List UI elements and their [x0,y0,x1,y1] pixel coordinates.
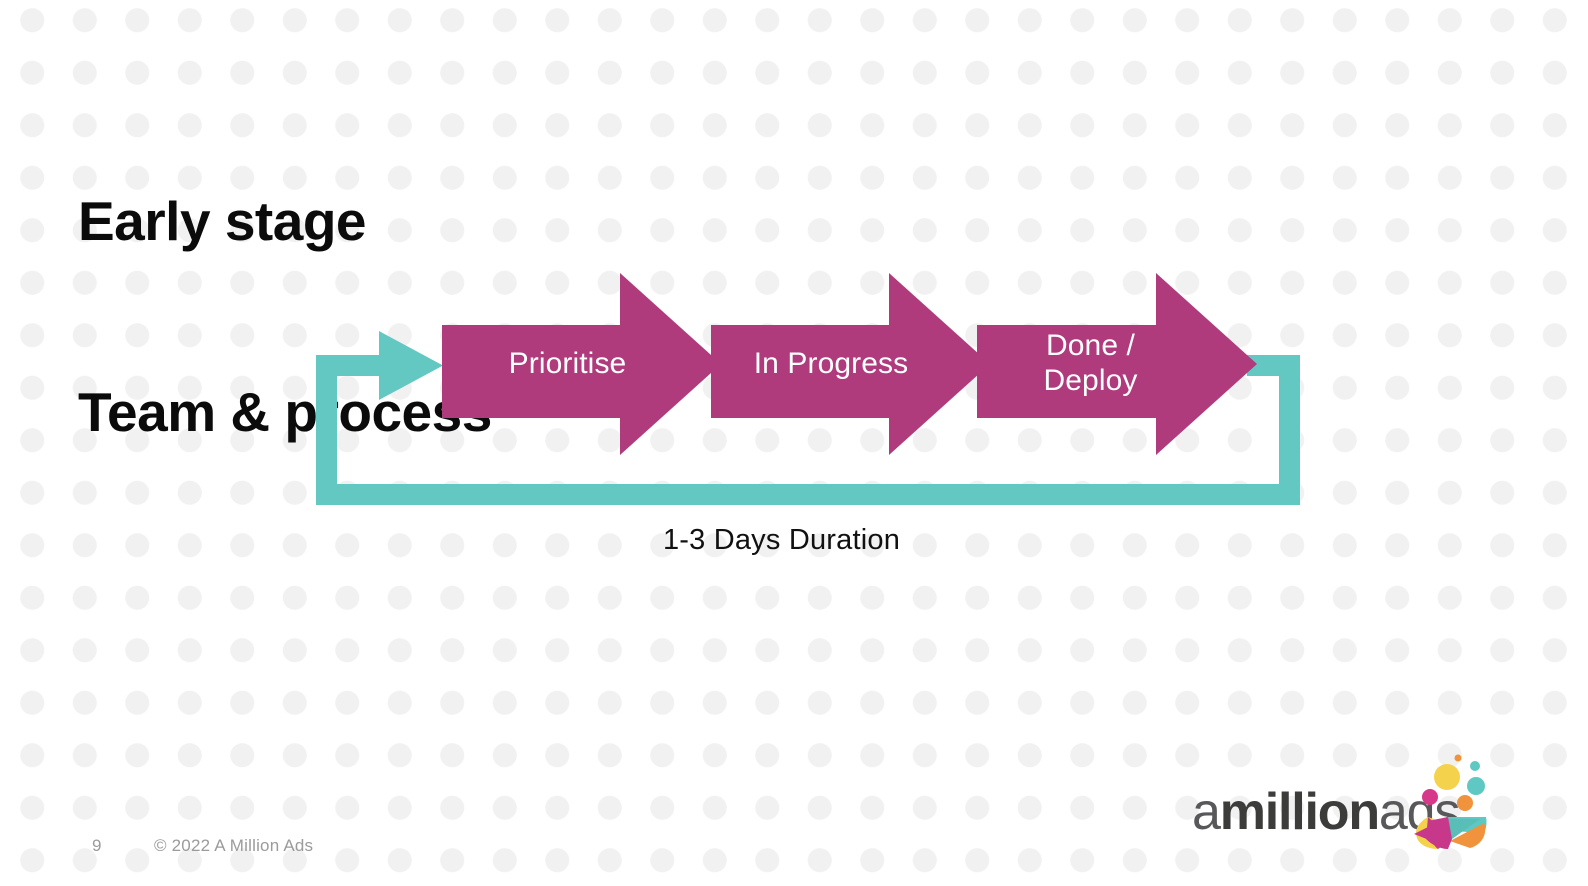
copyright-text: © 2022 A Million Ads [154,836,314,855]
process-step-label-2: In Progress [753,347,909,380]
brand-wordmark-part-1: a [1192,783,1221,841]
brand-wordmark-part-2: million [1219,783,1380,841]
duration-caption: 1-3 Days Duration [0,524,1588,557]
process-step-label-3: Done / Deploy [1043,329,1138,398]
duration-caption-text: 1-3 Days Duration [662,524,901,556]
brand-wordmark: amillionads [1192,782,1460,842]
amillionads-bubble-icon [1414,754,1487,849]
page-title: Early stage Team & process [78,62,492,572]
title-line-2: Team & process [78,380,492,443]
brand-logo: amillionads [1192,745,1502,850]
footer: 9 © 2022 A Million Ads [92,836,313,856]
page-number: 9 [92,836,102,855]
title-line-1: Early stage [78,189,367,252]
process-step-label-1: Prioritise [508,347,627,380]
